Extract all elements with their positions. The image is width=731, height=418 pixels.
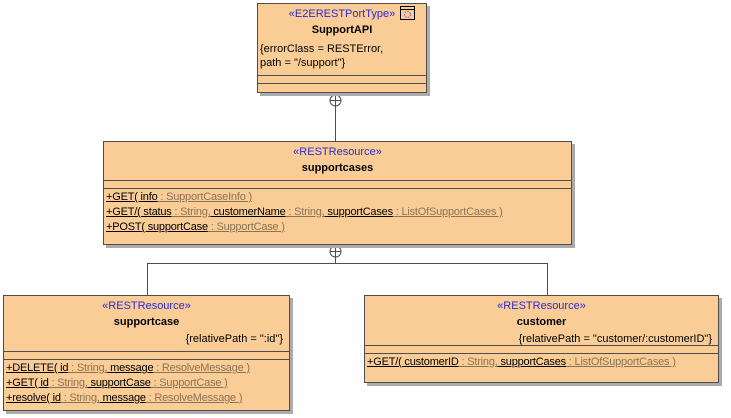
operation-type-text: : String, bbox=[285, 206, 325, 218]
stereotype-label: «RESTResource» bbox=[497, 300, 586, 312]
class-customer[interactable]: «RESTResource» customer {relativePath = … bbox=[364, 295, 719, 383]
class-name: supportcase bbox=[113, 316, 180, 328]
operations-compartment: +DELETE( id : String, message : ResolveM… bbox=[4, 359, 289, 410]
stereotype-label: «RESTResource» bbox=[293, 146, 382, 158]
class-name: supportcases bbox=[301, 162, 374, 174]
operation-type-text: : String, bbox=[48, 377, 88, 389]
class-name: customer bbox=[516, 316, 567, 328]
operation-type-text: : SupportCase ) bbox=[150, 377, 228, 389]
stereotype-label: «RESTResource» bbox=[102, 300, 191, 312]
operation-type-text: : String, bbox=[171, 206, 211, 218]
containment-connector-left-drop[interactable] bbox=[147, 263, 148, 295]
operation-type-text: : String, bbox=[68, 362, 108, 374]
containment-connector-top-line[interactable] bbox=[335, 93, 336, 141]
constraint-line: {relativePath = ":id"} bbox=[185, 333, 283, 345]
constraint-line: {relativePath = "customer/:customerID"} bbox=[518, 333, 712, 345]
operation-type-text: : ListOfSupportCases ) bbox=[565, 356, 676, 368]
operations-compartment: +GET/( customerID : String, supportCases… bbox=[365, 353, 718, 382]
class-name: SupportAPI bbox=[311, 24, 373, 36]
containment-circle-plus-icon[interactable] bbox=[329, 94, 342, 107]
operation-name-text: +DELETE( id bbox=[6, 362, 69, 374]
operation-row[interactable]: +GET( id : String, supportCase : Support… bbox=[6, 376, 289, 391]
operations-compartment: +GET( info : SupportCaseInfo )+GET/( sta… bbox=[104, 188, 571, 244]
operation-type-text: : ResolveMessage ) bbox=[145, 392, 243, 404]
operation-name-text: +POST( supportCase bbox=[106, 221, 208, 233]
operation-name-text: supportCases bbox=[497, 356, 566, 368]
class-constraints: {errorClass = RESTError, path = "/suppor… bbox=[258, 42, 426, 70]
operation-type-text: : SupportCase ) bbox=[207, 221, 285, 233]
operation-row[interactable]: +resolve( id : String, message : Resolve… bbox=[6, 391, 289, 406]
operations-compartment bbox=[258, 83, 426, 92]
class-supportcases[interactable]: «RESTResource» supportcases +GET( info :… bbox=[103, 141, 572, 245]
operation-name-text: +GET( info bbox=[106, 191, 158, 203]
containment-connector-right-drop[interactable] bbox=[547, 263, 548, 295]
containment-circle-plus-icon[interactable] bbox=[329, 245, 342, 258]
containment-connector-horizontal-line[interactable] bbox=[147, 263, 548, 264]
operation-name-text: supportCases bbox=[324, 206, 393, 218]
operation-type-text: : ListOfSupportCases ) bbox=[392, 206, 503, 218]
operation-row[interactable]: +GET/( status : String, customerName : S… bbox=[106, 205, 571, 220]
operation-name-text: +GET/( status bbox=[106, 206, 172, 218]
class-header: «E2ERESTPortType» SupportAPI {errorClass… bbox=[258, 4, 426, 75]
class-supportcase[interactable]: «RESTResource» supportcase {relativePath… bbox=[3, 295, 290, 411]
operation-row[interactable]: +DELETE( id : String, message : ResolveM… bbox=[6, 361, 289, 376]
operation-type-text: : ResolveMessage ) bbox=[153, 362, 250, 374]
operation-type-text: : SupportCaseInfo ) bbox=[157, 191, 252, 203]
operation-row[interactable]: +POST( supportCase : SupportCase ) bbox=[106, 220, 571, 235]
constraint-line: {errorClass = RESTError, bbox=[260, 43, 384, 55]
attributes-compartment bbox=[4, 351, 289, 359]
class-header: «RESTResource» supportcase {relativePath… bbox=[4, 296, 289, 351]
class-header: «RESTResource» supportcases bbox=[104, 142, 571, 180]
operation-name-text: +GET/( customerID bbox=[367, 356, 459, 368]
operation-row[interactable]: +GET/( customerID : String, supportCases… bbox=[367, 355, 718, 370]
operation-type-text: : String, bbox=[458, 356, 498, 368]
class-header: «RESTResource» customer {relativePath = … bbox=[365, 296, 718, 345]
containment-connector-stub[interactable] bbox=[335, 257, 336, 264]
class-supportapi[interactable]: «E2ERESTPortType» SupportAPI {errorClass… bbox=[257, 3, 427, 93]
stereotype-label: «E2ERESTPortType» bbox=[288, 8, 396, 20]
operation-name-text: message bbox=[107, 362, 154, 374]
operation-type-text: : String, bbox=[60, 392, 100, 404]
operation-row[interactable]: +GET( info : SupportCaseInfo ) bbox=[106, 190, 571, 205]
attributes-compartment bbox=[365, 345, 718, 353]
port-type-corner-icon bbox=[400, 6, 415, 20]
attributes-compartment bbox=[258, 75, 426, 83]
operation-name-text: +resolve( id bbox=[6, 392, 61, 404]
operation-name-text: message bbox=[99, 392, 146, 404]
operation-name-text: customerName bbox=[210, 206, 286, 218]
constraint-line: path = "/support"} bbox=[260, 57, 346, 69]
attributes-compartment bbox=[104, 180, 571, 188]
operation-name-text: supportCase bbox=[87, 377, 151, 389]
operation-name-text: +GET( id bbox=[6, 377, 49, 389]
